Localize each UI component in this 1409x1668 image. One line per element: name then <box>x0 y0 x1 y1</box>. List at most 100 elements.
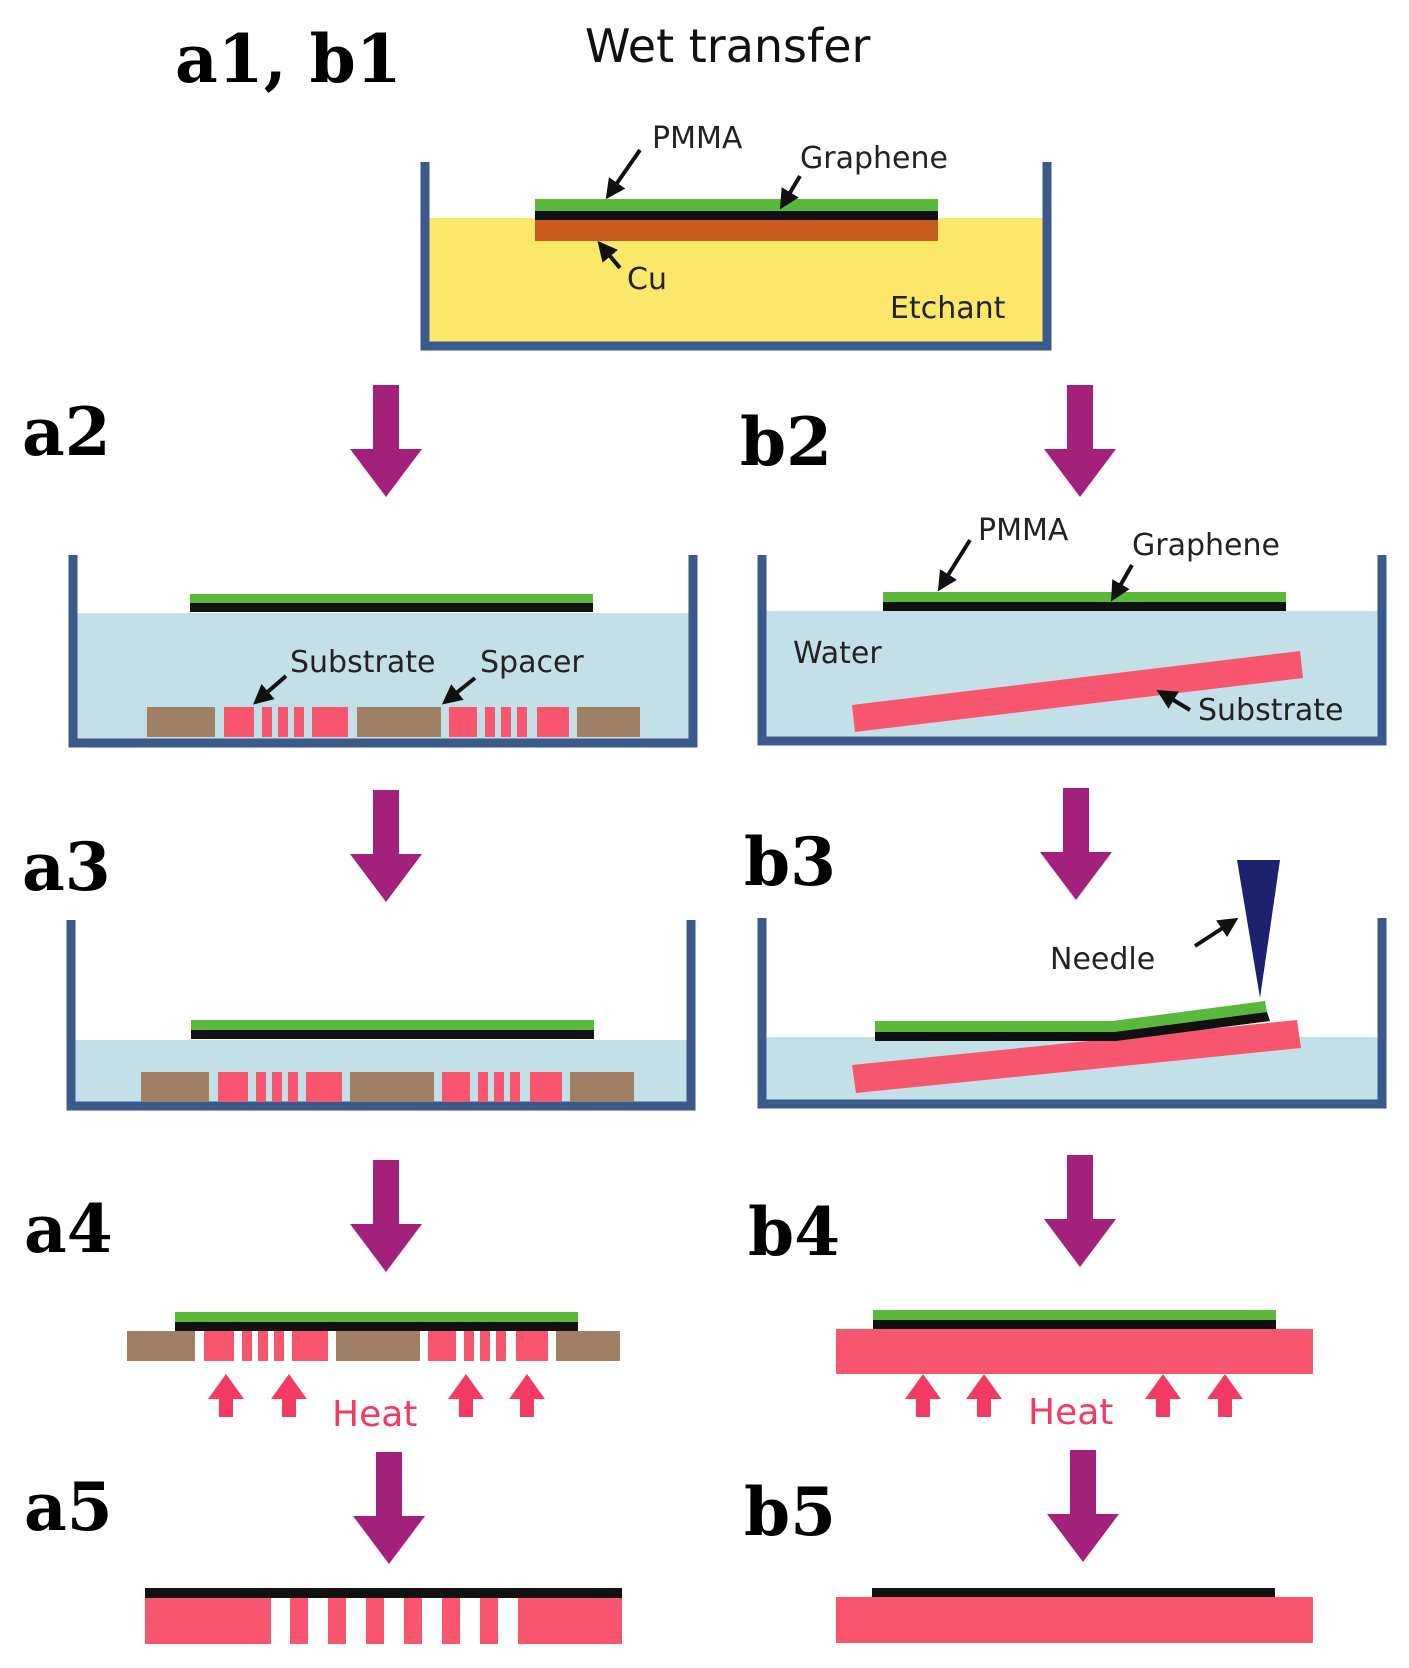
substrate <box>852 1020 1301 1093</box>
patterned-substrate <box>224 707 348 737</box>
down-arrow-a3-a4 <box>350 1160 422 1272</box>
stack-a4 <box>127 1312 620 1361</box>
pointer-arrow <box>1156 689 1192 712</box>
label-pmma: PMMA <box>652 121 743 156</box>
pmma-layer <box>875 1001 1267 1032</box>
patterned-substrate <box>145 1598 622 1644</box>
bath-wall <box>757 918 1387 1109</box>
label-spacer: Spacer <box>480 645 584 680</box>
step-label-a4: a4 <box>24 1190 113 1268</box>
heat-arrow-icon <box>1145 1374 1181 1417</box>
spacer-block <box>141 1072 209 1102</box>
bath-a3 <box>66 920 696 1111</box>
step-label-a2: a2 <box>22 393 111 471</box>
pointer-arrow <box>1193 917 1239 948</box>
pmma-layer <box>175 1312 578 1322</box>
graphene-layer <box>145 1588 622 1598</box>
spacer-block <box>127 1331 195 1361</box>
patterned-substrate <box>449 707 569 737</box>
step-label-a5: a5 <box>24 1468 113 1546</box>
patterned-substrate <box>204 1331 328 1361</box>
step-label-b2: b2 <box>740 403 832 481</box>
pointer-arrow <box>937 538 972 592</box>
pmma-layer <box>191 1020 594 1030</box>
patterned-substrate <box>442 1072 562 1102</box>
graphene-layer <box>535 211 938 220</box>
label-substrate: Substrate <box>290 645 435 680</box>
bath-a2 <box>68 555 698 748</box>
needle <box>1237 860 1280 998</box>
spacer-block <box>350 1072 434 1102</box>
label-water: Water <box>793 636 882 671</box>
substrate <box>836 1597 1313 1643</box>
patterned-substrate <box>428 1331 548 1361</box>
graphene-layer <box>190 603 593 612</box>
graphene-layer <box>872 1588 1275 1597</box>
heat-arrow-icon <box>509 1374 545 1417</box>
patterned-substrate <box>218 1072 342 1102</box>
heat-arrows-a4 <box>208 1374 545 1417</box>
spacer-block <box>570 1072 634 1102</box>
step-label-a1-b1: a1, b1 <box>175 20 402 98</box>
label-pmma: PMMA <box>978 513 1069 548</box>
pmma-layer <box>190 594 593 603</box>
bath-wall <box>68 555 698 748</box>
step-label-a3: a3 <box>22 828 111 906</box>
pmma-layer <box>873 1310 1276 1320</box>
pmma-layer <box>535 199 938 213</box>
down-arrow-a4-a5 <box>353 1452 425 1564</box>
heat-arrow-icon <box>1207 1374 1243 1417</box>
step-label-b4: b4 <box>748 1193 840 1271</box>
bath-b2 <box>757 555 1387 746</box>
pointer-arrow <box>779 174 802 210</box>
label-cu: Cu <box>627 262 667 297</box>
spacer-block <box>147 707 215 737</box>
down-arrow-b3-b4 <box>1044 1155 1116 1267</box>
pointer-arrow <box>1111 564 1134 602</box>
label-graphene: Graphene <box>800 141 948 176</box>
stack-a5 <box>145 1588 622 1644</box>
pointer-arrow <box>597 240 622 270</box>
cu-foil <box>535 220 938 241</box>
stack-b5 <box>836 1588 1313 1643</box>
label-heat: Heat <box>1028 1392 1113 1433</box>
down-arrow-a2-a3 <box>350 790 422 902</box>
graphene-layer <box>191 1030 594 1039</box>
heat-arrow-icon <box>966 1374 1002 1417</box>
bath-wall <box>420 162 1052 351</box>
label-heat: Heat <box>332 1394 417 1435</box>
bath-wall <box>66 920 696 1111</box>
bath-wall <box>757 555 1387 746</box>
spacer-block <box>577 707 640 737</box>
heat-arrow-icon <box>208 1374 244 1417</box>
label-needle: Needle <box>1050 942 1155 977</box>
pointer-arrow <box>441 676 477 705</box>
label-substrate: Substrate <box>1198 693 1343 728</box>
down-arrow-a1-a2 <box>350 385 422 497</box>
label-graphene: Graphene <box>1132 528 1280 563</box>
heat-arrows-b4 <box>905 1374 1243 1417</box>
pointer-arrow <box>605 148 642 200</box>
down-arrow-b1-b2 <box>1044 385 1116 497</box>
graphene-layer <box>873 1320 1276 1329</box>
heat-arrow-icon <box>448 1374 484 1417</box>
substrate <box>852 651 1303 732</box>
graphene-layer <box>883 602 1286 611</box>
spacer-block <box>336 1331 420 1361</box>
spacer-block <box>357 707 441 737</box>
down-arrow-b2-b3 <box>1040 788 1112 900</box>
graphene-layer <box>875 1012 1270 1041</box>
figure-title: Wet transfer <box>585 19 870 73</box>
stack-b4 <box>836 1310 1313 1374</box>
bath-b3 <box>757 860 1387 1109</box>
down-arrow-b4-b5 <box>1047 1450 1119 1562</box>
etchant-bath <box>420 162 1052 351</box>
pmma-layer <box>883 592 1286 602</box>
step-label-b5: b5 <box>744 1473 836 1551</box>
pointer-arrow <box>252 674 288 705</box>
substrate <box>836 1329 1313 1374</box>
spacer-block <box>556 1331 620 1361</box>
heat-arrow-icon <box>271 1374 307 1417</box>
graphene-layer <box>175 1322 578 1331</box>
